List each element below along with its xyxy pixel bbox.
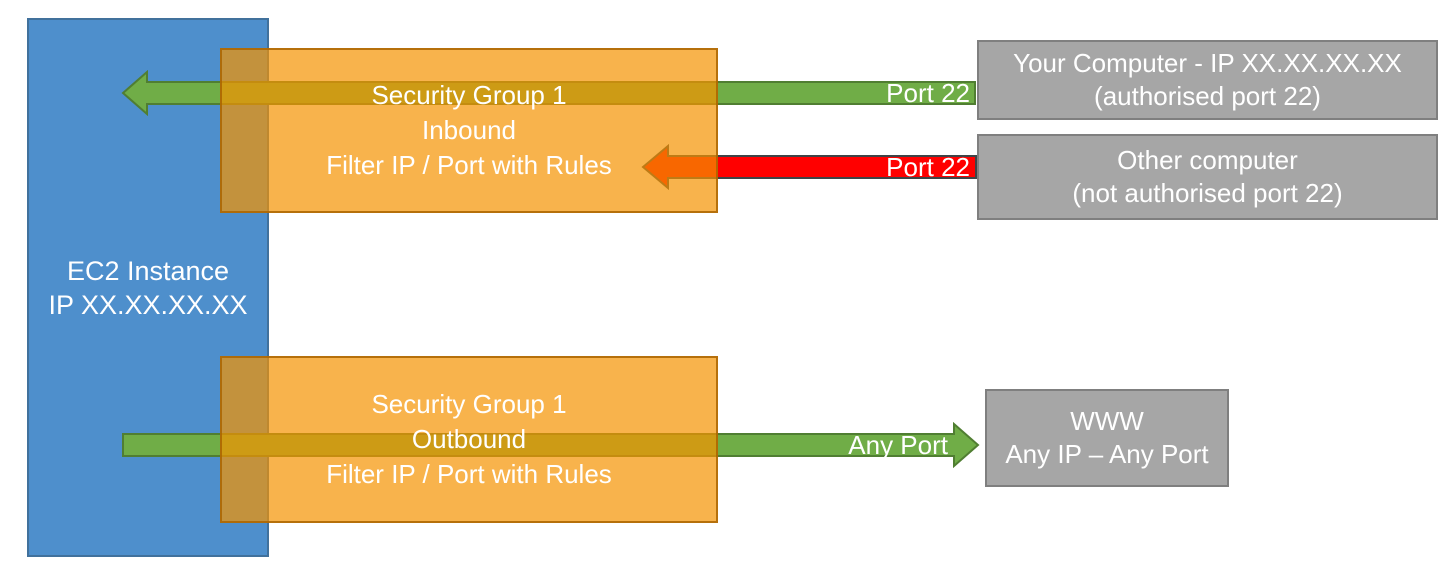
sg-inbound-title: Security Group 1: [371, 80, 567, 110]
other-computer-title: Other computer: [1117, 145, 1298, 175]
ec2-instance-title: EC2 Instance: [66, 255, 230, 286]
inbound-allowed-port-label: Port 22: [886, 78, 970, 108]
your-computer-status: (authorised port 22): [1094, 81, 1321, 111]
inbound-blocked-port-label: Port 22: [886, 152, 970, 182]
sg-inbound-rule: Filter IP / Port with Rules: [326, 150, 612, 180]
sg-inbound-direction: Inbound: [422, 115, 516, 145]
your-computer-title: Your Computer - IP XX.XX.XX.XX: [1013, 48, 1402, 78]
ec2-instance-ip: IP XX.XX.XX.XX: [48, 289, 248, 320]
other-computer-status: (not authorised port 22): [1072, 178, 1343, 208]
sg-outbound-rule: Filter IP / Port with Rules: [326, 459, 612, 489]
security-group-outbound-box: Security Group 1 Outbound Filter IP / Po…: [220, 356, 718, 523]
www-title: WWW: [1070, 406, 1144, 436]
www-detail: Any IP – Any Port: [1005, 439, 1209, 469]
sg-outbound-direction: Outbound: [411, 424, 527, 454]
your-computer-box: Your Computer - IP XX.XX.XX.XX (authoris…: [977, 40, 1438, 120]
other-computer-box: Other computer (not authorised port 22): [977, 134, 1438, 220]
security-group-inbound-box: Security Group 1 Inbound Filter IP / Por…: [220, 48, 718, 213]
sg-outbound-title: Security Group 1: [371, 389, 567, 419]
outbound-port-label: Any Port: [848, 430, 948, 460]
www-box: WWW Any IP – Any Port: [985, 389, 1229, 487]
